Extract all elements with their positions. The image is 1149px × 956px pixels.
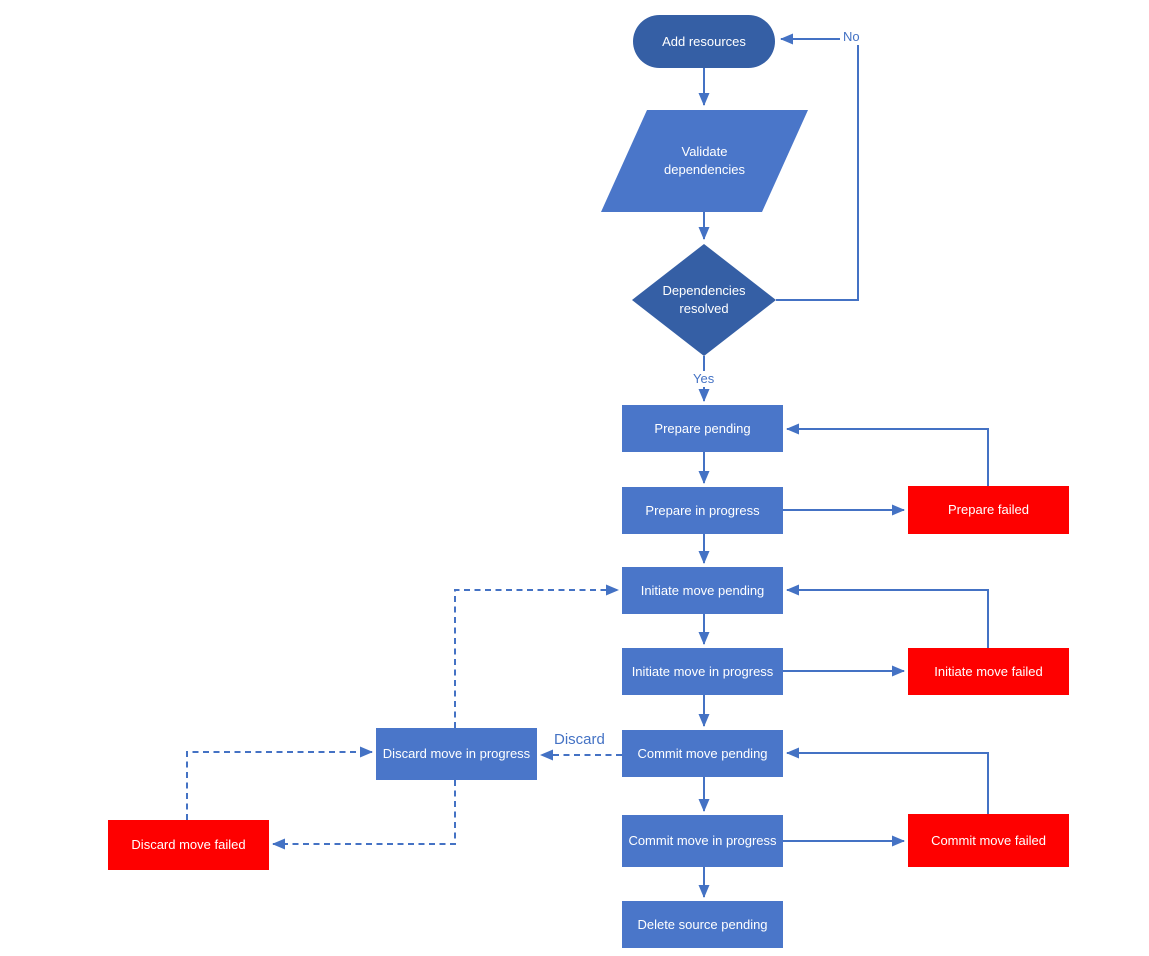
node-discard-move-in-progress-label: Discard move in progress xyxy=(382,746,531,762)
edge-discard-move-failed-to-discard-move-in-progress xyxy=(186,746,373,820)
edge-commit-move-failed-to-commit-move-pending xyxy=(786,747,989,814)
node-commit-move-in-progress-label: Commit move in progress xyxy=(628,833,777,849)
node-validate-dependencies-label: Validate dependencies xyxy=(664,144,745,177)
node-discard-move-in-progress: Discard move in progress xyxy=(376,728,537,780)
node-initiate-move-failed-label: Initiate move failed xyxy=(934,663,1043,679)
node-add-resources-label: Add resources xyxy=(662,33,746,49)
node-initiate-move-failed: Initiate move failed xyxy=(908,648,1069,695)
node-add-resources: Add resources xyxy=(633,15,775,68)
node-dependencies-resolved-label: Dependencies resolved xyxy=(662,283,746,316)
edge-label-yes: Yes xyxy=(690,371,718,388)
edge-label-no: No xyxy=(840,29,863,46)
edge-discard-move-in-progress-to-discard-move-failed xyxy=(272,780,456,850)
node-delete-source-pending-label: Delete source pending xyxy=(637,916,768,932)
node-initiate-move-pending: Initiate move pending xyxy=(622,567,783,614)
node-initiate-move-in-progress: Initiate move in progress xyxy=(622,648,783,695)
node-commit-move-failed-label: Commit move failed xyxy=(931,832,1046,848)
node-commit-move-pending-label: Commit move pending xyxy=(637,745,768,761)
node-initiate-move-pending-label: Initiate move pending xyxy=(640,582,765,598)
node-discard-move-failed-label: Discard move failed xyxy=(131,837,246,853)
node-initiate-move-in-progress-label: Initiate move in progress xyxy=(631,663,774,679)
node-prepare-pending-label: Prepare pending xyxy=(654,420,751,436)
node-prepare-in-progress: Prepare in progress xyxy=(622,487,783,534)
edge-prepare-failed-to-prepare-pending xyxy=(786,423,989,486)
node-prepare-failed: Prepare failed xyxy=(908,486,1069,534)
node-prepare-pending: Prepare pending xyxy=(622,405,783,452)
node-prepare-in-progress-label: Prepare in progress xyxy=(645,502,760,518)
node-commit-move-in-progress: Commit move in progress xyxy=(622,815,783,867)
node-commit-move-failed: Commit move failed xyxy=(908,814,1069,867)
edge-initiate-move-failed-to-initiate-move-pending xyxy=(786,584,989,648)
node-prepare-failed-label: Prepare failed xyxy=(948,502,1029,518)
node-discard-move-failed: Discard move failed xyxy=(108,820,269,870)
node-delete-source-pending: Delete source pending xyxy=(622,901,783,948)
edge-discard-move-in-progress-to-initiate-move-pending xyxy=(454,584,619,728)
edge-label-discard: Discard xyxy=(554,731,605,748)
node-commit-move-pending: Commit move pending xyxy=(622,730,783,777)
edge-dependencies-resolved-to-add-resources-no xyxy=(776,33,859,301)
